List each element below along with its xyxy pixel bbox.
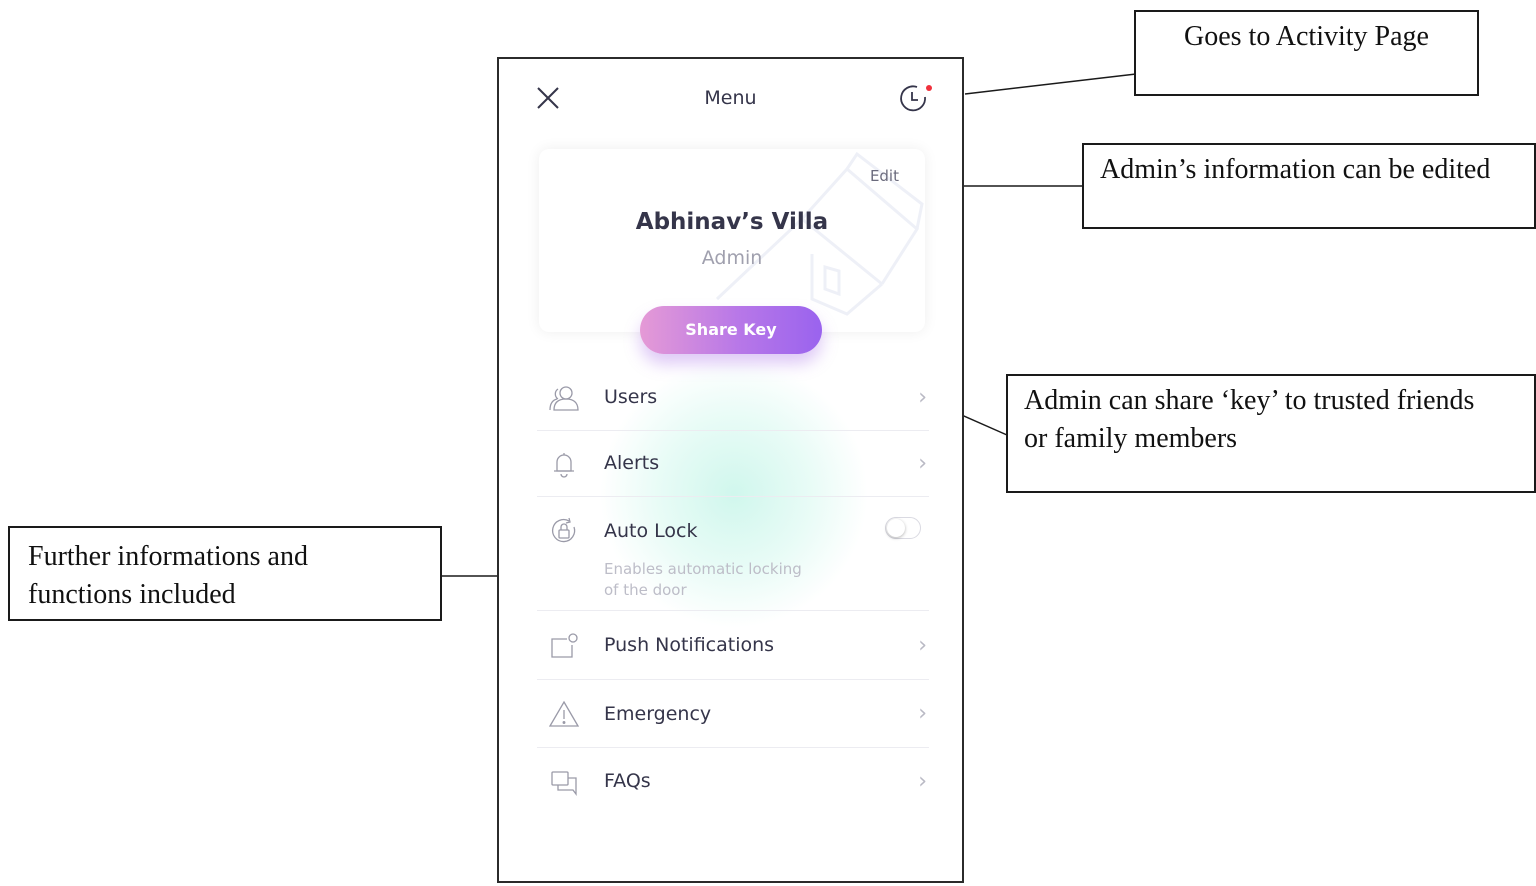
menu-item-label: Alerts <box>604 452 660 474</box>
menu-item-label: Push Notifications <box>604 634 775 656</box>
menu-item-emergency[interactable]: Emergency › <box>537 680 929 748</box>
menu-item-auto-lock: Auto Lock Enables automatic locking of t… <box>537 497 929 611</box>
chevron-right-icon: › <box>918 385 927 410</box>
divider <box>537 679 929 680</box>
toggle-knob <box>887 519 905 537</box>
annotation-share-key: Admin can share ‘key’ to trusted friends… <box>1006 374 1536 493</box>
annotation-text: Admin can share ‘key’ to trusted friends <box>1024 385 1475 416</box>
description-line: Enables automatic locking <box>604 560 802 578</box>
activity-clock-icon[interactable] <box>895 81 935 117</box>
annotation-activity: Goes to Activity Page <box>1134 10 1479 96</box>
menu-list: Users › Alerts › <box>537 365 929 816</box>
menu-title: Menu <box>704 87 757 109</box>
notification-badge <box>926 85 932 91</box>
menu-item-users[interactable]: Users › <box>537 365 929 431</box>
warning-icon <box>549 700 579 727</box>
annotation-text: Further informations and <box>28 541 308 572</box>
auto-lock-toggle[interactable] <box>885 517 921 539</box>
share-key-button[interactable]: Share Key <box>640 306 822 354</box>
chevron-right-icon: › <box>918 632 927 658</box>
annotation-text: Goes to Activity Page <box>1184 21 1429 52</box>
annotation-text: or family members <box>1024 423 1238 454</box>
menu-item-push-notifications[interactable]: Push Notifications › <box>537 611 929 680</box>
menu-item-alerts[interactable]: Alerts › <box>537 431 929 497</box>
bell-icon <box>554 453 574 478</box>
divider <box>537 430 929 431</box>
close-icon[interactable] <box>535 85 561 111</box>
divider <box>537 610 929 611</box>
chevron-right-icon: › <box>918 701 927 726</box>
description-line: of the door <box>604 581 687 599</box>
menu-item-label: FAQs <box>604 770 651 792</box>
push-notification-icon <box>551 632 578 658</box>
auto-lock-icon <box>551 517 576 543</box>
annotation-edit: Admin’s information can be edited <box>1082 143 1536 229</box>
annotation-text: functions included <box>28 579 236 610</box>
auto-lock-description: Enables automatic locking of the door <box>604 559 834 601</box>
chevron-right-icon: › <box>918 769 927 794</box>
phone-screen: Menu Edit Abhinav’s Villa Admin Share Ke… <box>497 57 964 883</box>
menu-item-label: Users <box>604 386 658 408</box>
menu-item-label: Auto Lock <box>604 520 698 542</box>
profile-card: Edit Abhinav’s Villa Admin <box>539 149 925 332</box>
menu-item-label: Emergency <box>604 703 712 725</box>
activity-connector <box>964 73 1137 95</box>
divider <box>537 496 929 497</box>
chevron-right-icon: › <box>918 451 927 476</box>
faq-chat-icon <box>551 771 577 796</box>
villa-role: Admin <box>701 247 763 269</box>
annotation-further-functions: Further informations and functions inclu… <box>8 526 442 621</box>
users-icon <box>549 386 579 411</box>
edit-link[interactable]: Edit <box>869 167 899 185</box>
menu-item-faqs[interactable]: FAQs › <box>537 748 929 816</box>
villa-name: Abhinav’s Villa <box>635 209 829 235</box>
divider <box>537 747 929 748</box>
annotation-text: Admin’s information can be edited <box>1100 154 1491 185</box>
house-watermark-icon <box>715 151 924 316</box>
top-bar: Menu <box>499 59 962 139</box>
